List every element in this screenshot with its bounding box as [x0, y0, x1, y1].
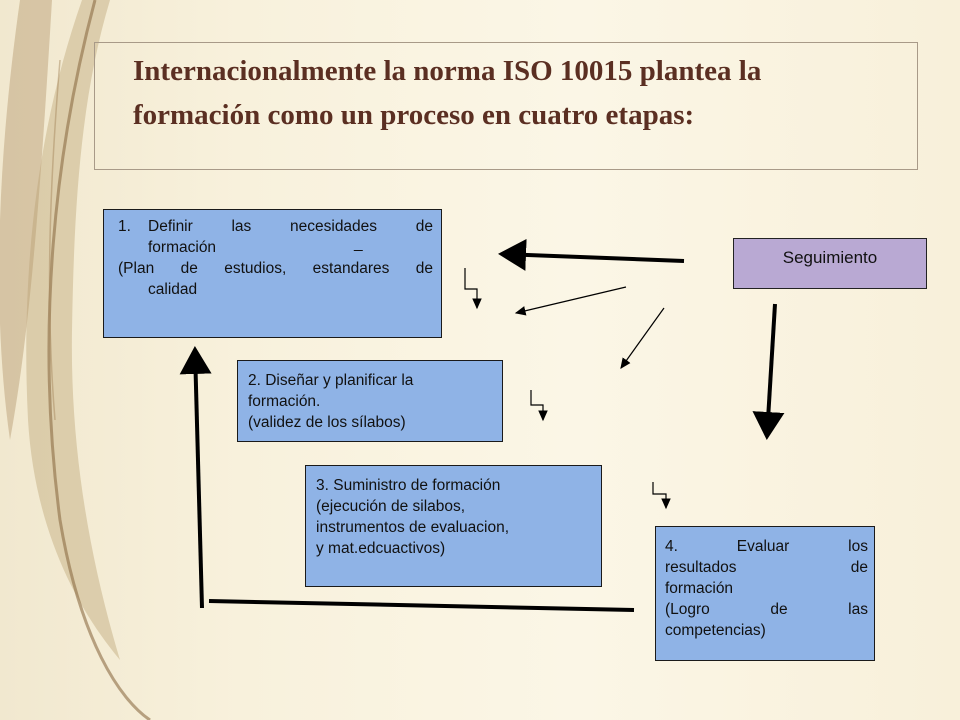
stage-4-line-4: (Logro de las — [665, 601, 868, 618]
stage-3-line-4: y mat.edcuactivos) — [316, 540, 446, 557]
stage-2-box: 2. Diseñar y planificar la formación. (v… — [237, 360, 503, 442]
step-arrow-1 — [464, 268, 482, 310]
stage-2-line-1: 2. Diseñar y planificar la — [248, 372, 414, 389]
title-box: Internacionalmente la norma ISO 10015 pl… — [94, 42, 918, 170]
leaf-stem — [47, 0, 151, 720]
stage-3-line-3: instrumentos de evaluacion, — [316, 519, 510, 536]
stage-1-mark: _ — [354, 235, 363, 252]
stage-4-line-2: resultados de — [665, 559, 868, 576]
stage-3-box: 3. Suministro de formación (ejecución de… — [305, 465, 602, 587]
stage-1-box: 1. Definir las necesidades de formación … — [103, 209, 442, 338]
stage-1-line-3: (Plan de estudios, estandares de — [118, 260, 433, 277]
arrow-thin-to-stage-1 — [514, 286, 627, 316]
title-line-1: Internacionalmente la norma ISO 10015 pl… — [133, 55, 762, 87]
title-line-2: formación como un proceso en cuatro etap… — [133, 99, 695, 131]
seguimiento-label: Seguimiento — [782, 248, 878, 267]
stage-2-line-2: formación. — [248, 393, 321, 410]
stage-4-line-1: 4. Evaluar los — [665, 538, 868, 555]
arrow-seguimiento-to-stage-1 — [498, 238, 685, 271]
return-line-bottom — [208, 599, 635, 612]
leaf-vein — [48, 59, 61, 421]
step-arrow-3 — [652, 482, 671, 510]
stage-1-line-2: formación _ — [148, 235, 433, 258]
slide-title: Internacionalmente la norma ISO 10015 pl… — [133, 49, 911, 137]
stage-3-line-2: (ejecución de silabos, — [316, 498, 466, 515]
leaf-blade-dark — [0, 0, 52, 440]
stage-4-box: 4. Evaluar los resultados de formación (… — [655, 526, 875, 661]
arrow-seguimiento-to-stage-4 — [752, 303, 785, 440]
leaf-decoration — [0, 0, 151, 720]
stage-1-line-4: calidad — [148, 281, 198, 298]
stage-1-line-2-text: formación — [148, 239, 217, 256]
stage-1-line-1: Definir las necesidades de — [148, 218, 433, 235]
stage-1-item: 1. Definir las necesidades de formación … — [118, 216, 433, 258]
stage-3-line-1: 3. Suministro de formación — [316, 477, 501, 494]
leaf-blade — [26, 0, 120, 660]
stage-1-number: 1. — [118, 218, 131, 235]
stage-2-line-3: (validez de los sílabos) — [248, 414, 406, 431]
seguimiento-box: Seguimiento — [733, 238, 927, 289]
stage-4-line-3: formación — [665, 580, 734, 597]
step-arrow-2 — [530, 390, 548, 422]
return-arrow-up — [179, 346, 212, 609]
arrow-thin-to-stage-2 — [620, 307, 665, 369]
stage-4-line-5: competencias) — [665, 622, 766, 639]
